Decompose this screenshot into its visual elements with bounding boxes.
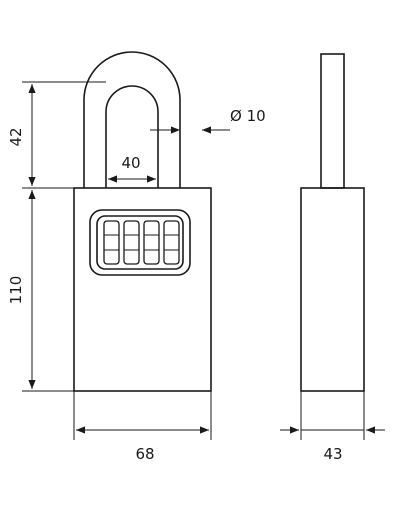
label-shackle-width: 40 bbox=[121, 154, 140, 172]
label-body-depth: 43 bbox=[323, 445, 342, 463]
side-view bbox=[300, 53, 365, 392]
dial-4 bbox=[163, 220, 180, 265]
dial-3 bbox=[143, 220, 160, 265]
dimension-lines bbox=[22, 81, 385, 440]
dial-2 bbox=[123, 220, 140, 265]
dial-1 bbox=[103, 220, 120, 265]
label-shackle-diameter: Ø 10 bbox=[230, 107, 266, 125]
combination-dials bbox=[103, 220, 180, 265]
shackle-outer bbox=[83, 51, 181, 188]
side-body bbox=[300, 187, 365, 392]
label-body-height: 110 bbox=[7, 276, 25, 305]
front-view bbox=[73, 51, 212, 392]
label-shackle-height: 42 bbox=[7, 127, 25, 146]
side-shackle bbox=[320, 53, 345, 189]
shackle-inner bbox=[105, 85, 159, 188]
label-body-width: 68 bbox=[135, 445, 154, 463]
combination-window-outer bbox=[89, 209, 191, 276]
combination-window-inner bbox=[96, 215, 184, 270]
padlock-body bbox=[73, 187, 212, 392]
